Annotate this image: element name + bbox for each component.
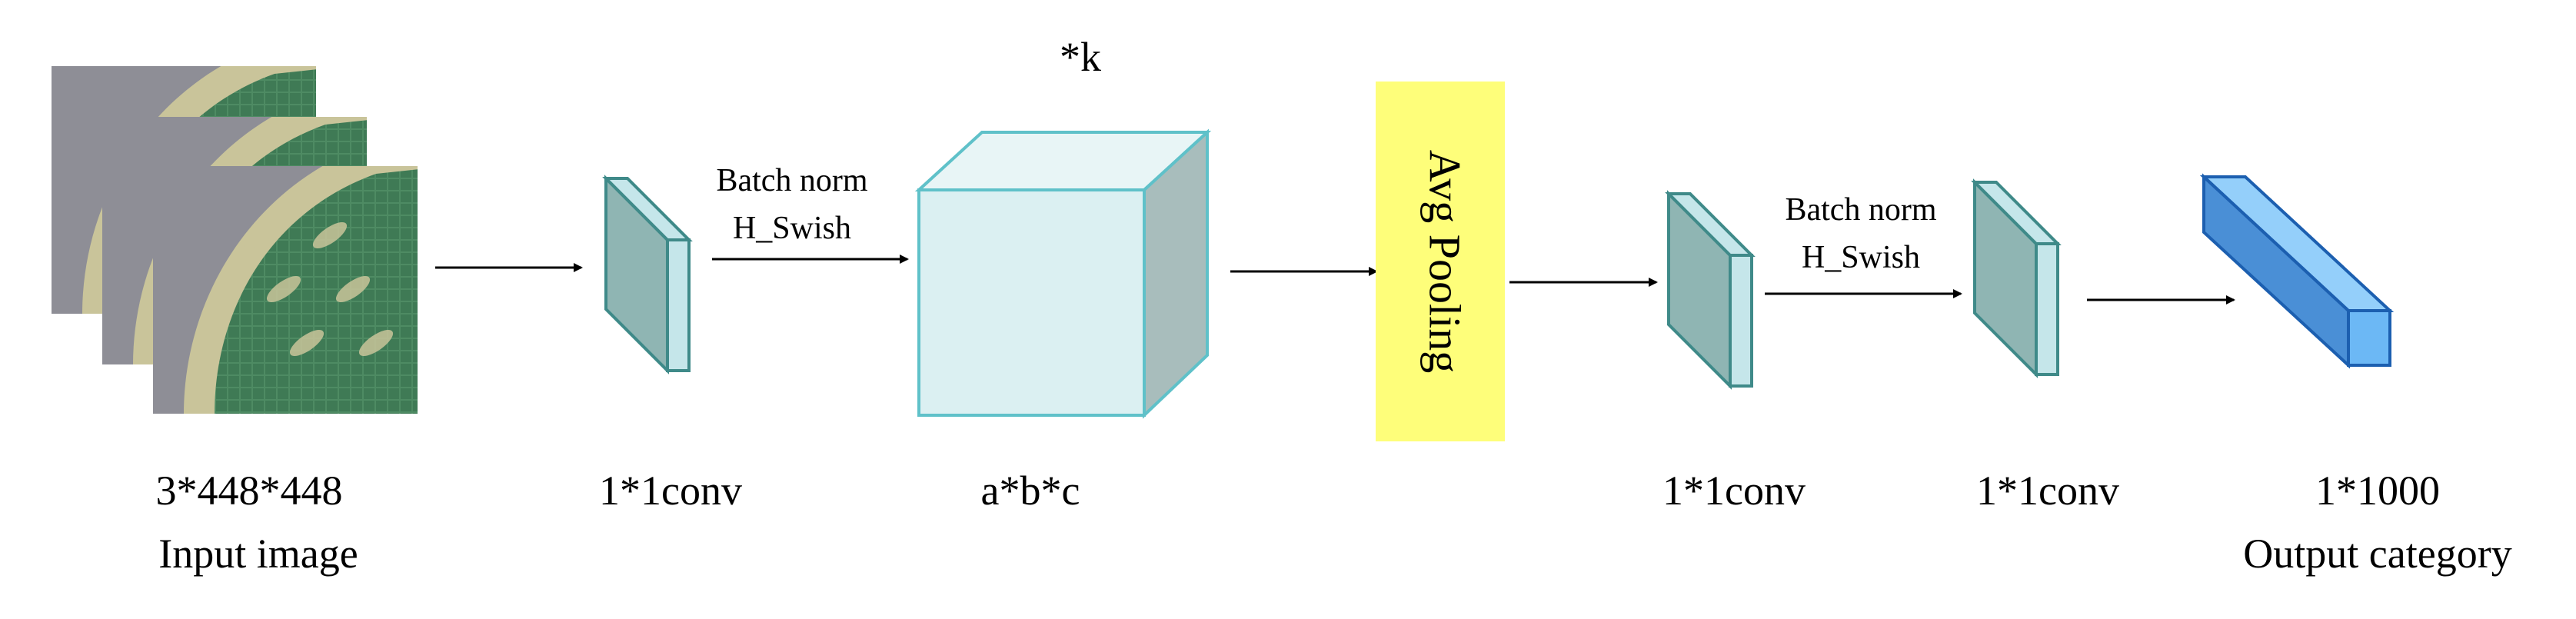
leaf-photo-icon [153, 166, 418, 414]
output-dims-label: 1*1000 [2315, 468, 2440, 514]
conv-label-3: 1*1conv [1976, 468, 2119, 514]
conv-block-2 [1665, 190, 1756, 390]
input-dims-label: 3*448*448 [156, 468, 343, 514]
h-swish-label-1: H_Swish [733, 211, 851, 246]
batch-norm-label-1: Batch norm [716, 163, 867, 198]
conv-label-1: 1*1conv [599, 468, 742, 514]
avg-pooling-box [1376, 82, 1505, 441]
feature-dims-label: a*b*c [981, 468, 1080, 514]
avg-pooling-label: Avg Pooling [1420, 150, 1470, 374]
feature-cube [914, 128, 1212, 419]
output-caption: Output category [2243, 531, 2511, 577]
output-bar [2199, 173, 2395, 369]
repeat-k-label: *k [1060, 34, 1101, 80]
input-image-stack [52, 66, 418, 414]
h-swish-label-2: H_Swish [1802, 240, 1920, 275]
conv-block-3 [1971, 178, 2062, 378]
batch-norm-label-2: Batch norm [1785, 192, 1936, 228]
conv-block-1 [602, 175, 693, 374]
input-caption: Input image [158, 531, 358, 577]
conv-label-2: 1*1conv [1662, 468, 1806, 514]
